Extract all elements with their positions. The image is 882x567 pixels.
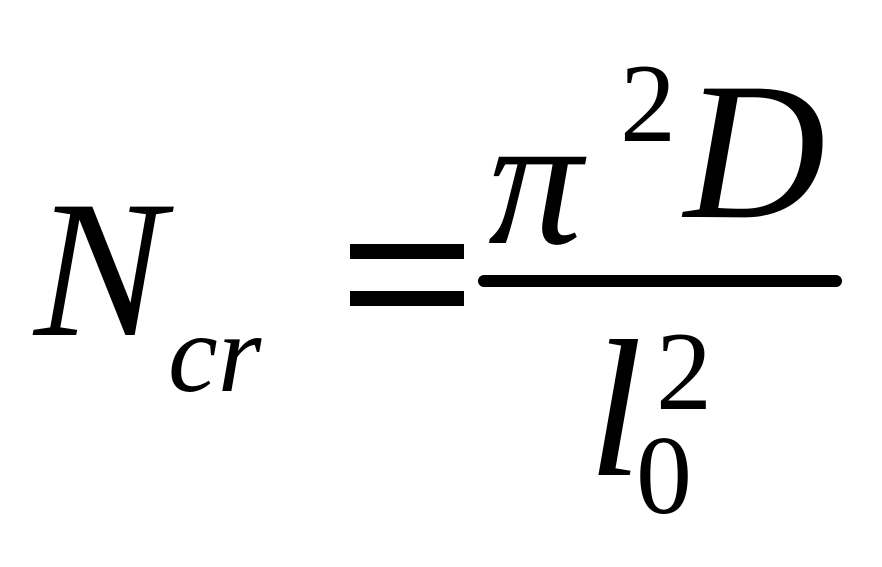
- equals-bar-bottom: [350, 291, 464, 306]
- equals-bar-top: [350, 244, 464, 259]
- lhs-subscript: cr: [168, 292, 262, 416]
- lhs-symbol: N: [34, 161, 165, 378]
- denominator-exponent: 2: [656, 310, 712, 434]
- denominator-symbol: l: [588, 301, 643, 518]
- denominator-subscript: 0: [636, 414, 692, 538]
- fraction-bar: [478, 275, 842, 287]
- numerator-variable: D: [684, 43, 826, 260]
- numerator-exponent: 2: [620, 42, 676, 166]
- pi-symbol: π: [488, 75, 583, 284]
